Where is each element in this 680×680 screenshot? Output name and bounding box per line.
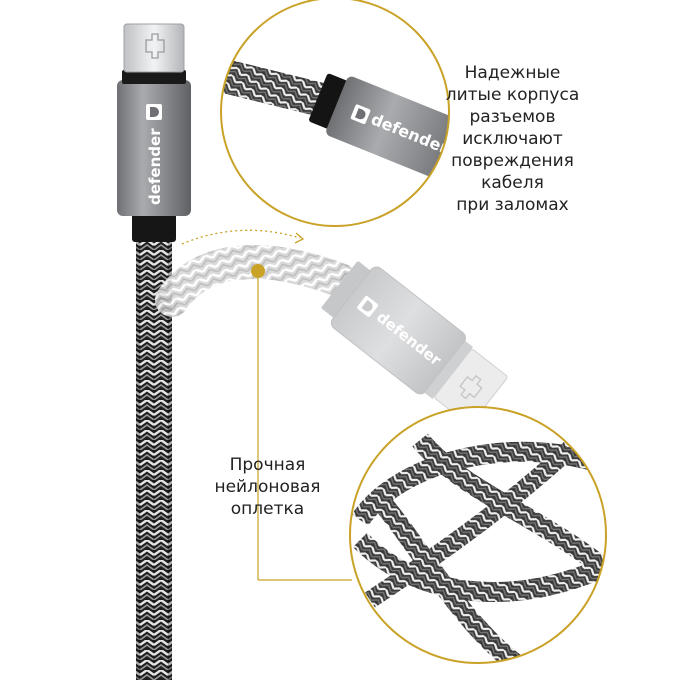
defender-d-logo-icon — [146, 104, 162, 120]
callout-connectors: Надежные литые корпуса разъемов исключаю… — [425, 62, 600, 216]
accent-dot — [251, 264, 265, 278]
leader-lines — [251, 264, 352, 581]
callout-line: разъемов — [469, 107, 556, 127]
brand-label: defender — [146, 128, 164, 205]
callout-line: повреждения — [451, 151, 574, 171]
callout-braid: Прочная нейлоновая оплетка — [200, 454, 335, 520]
bend-arrow — [181, 229, 305, 245]
callout-line: исключают — [462, 129, 563, 149]
ghost-logo-icon — [357, 296, 379, 317]
callout-line: литые корпуса — [445, 85, 580, 105]
ghost-cable — [155, 244, 357, 317]
callout-line: кабеля — [481, 173, 544, 193]
zoom-circle-braid — [349, 406, 607, 664]
zoom-circle-connector: defender — [220, 0, 450, 227]
callout-line: Прочная — [229, 455, 306, 475]
callout-line: нейлоновая — [214, 477, 321, 497]
ghost-connector: defender — [321, 261, 508, 425]
callout-line: Надежные — [464, 63, 561, 83]
zoom-logo-icon — [350, 104, 371, 125]
callout-line: оплетка — [230, 499, 305, 519]
main-connector: defender — [117, 23, 191, 242]
callout-line: при заломах — [456, 195, 569, 215]
